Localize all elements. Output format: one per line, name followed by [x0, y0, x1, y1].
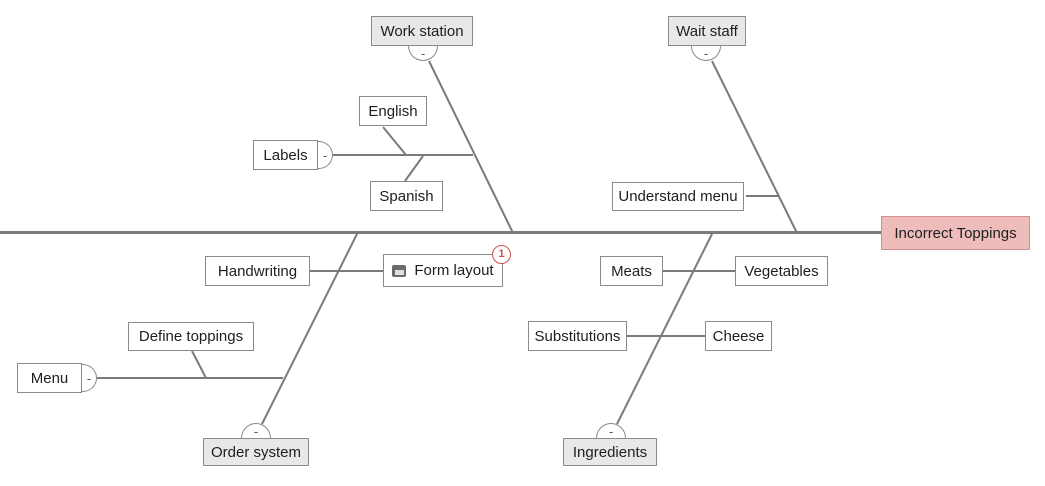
node-label: Define toppings: [138, 328, 244, 345]
effect-label: Incorrect Toppings: [894, 224, 1017, 242]
note-icon: [392, 264, 407, 277]
node-effect-incorrect-toppings[interactable]: Incorrect Toppings: [881, 216, 1030, 250]
node-work-station[interactable]: Work station: [371, 16, 473, 46]
connector-english: [382, 126, 407, 156]
bone-ingredients: [616, 231, 714, 425]
collapse-glyph: -: [608, 423, 614, 439]
node-label: Menu: [30, 369, 69, 387]
node-meats[interactable]: Meats: [600, 256, 663, 286]
node-label: Understand menu: [618, 188, 738, 205]
node-labels[interactable]: Labels: [253, 140, 318, 170]
node-label: Ingredients: [572, 443, 648, 461]
node-cheese[interactable]: Cheese: [705, 321, 772, 351]
node-define-toppings[interactable]: Define toppings: [128, 322, 254, 351]
connector-spanish: [404, 155, 424, 182]
node-label: English: [368, 102, 418, 120]
node-label: Wait staff: [676, 22, 738, 40]
node-handwriting[interactable]: Handwriting: [205, 256, 310, 286]
node-label: Work station: [380, 22, 464, 40]
node-wait-staff[interactable]: Wait staff: [668, 16, 746, 46]
node-substitutions[interactable]: Substitutions: [528, 321, 627, 351]
node-label: Labels: [263, 146, 308, 164]
bone-work-station: [428, 60, 514, 234]
collapse-glyph: -: [86, 370, 92, 386]
collapse-glyph: -: [322, 147, 328, 163]
node-label: Spanish: [379, 187, 434, 205]
note-icon-page: [394, 269, 404, 275]
node-form-layout[interactable]: Form layout 1: [383, 245, 511, 287]
node-vegetables[interactable]: Vegetables: [735, 256, 828, 286]
node-label: Meats: [611, 262, 652, 280]
collapse-glyph: -: [703, 45, 709, 61]
node-label: Substitutions: [534, 327, 621, 345]
node-label: Cheese: [712, 327, 765, 345]
node-menu[interactable]: Menu: [17, 363, 82, 393]
node-label: Order system: [210, 443, 301, 461]
collapse-glyph: -: [420, 45, 426, 61]
node-spanish[interactable]: Spanish: [370, 181, 443, 211]
node-english[interactable]: English: [359, 96, 427, 126]
bone-order-system: [261, 231, 359, 425]
bone-wait-staff: [711, 60, 798, 234]
node-label: Handwriting: [217, 262, 298, 280]
node-label: Form layout: [414, 262, 494, 279]
note-count-badge[interactable]: 1: [492, 245, 511, 264]
collapse-glyph: -: [253, 423, 259, 439]
connector-define-toppings: [191, 350, 207, 379]
node-order-system[interactable]: Order system: [203, 438, 309, 466]
node-label: Vegetables: [744, 262, 819, 280]
node-understand-menu[interactable]: Understand menu: [612, 182, 744, 211]
node-ingredients[interactable]: Ingredients: [563, 438, 657, 466]
